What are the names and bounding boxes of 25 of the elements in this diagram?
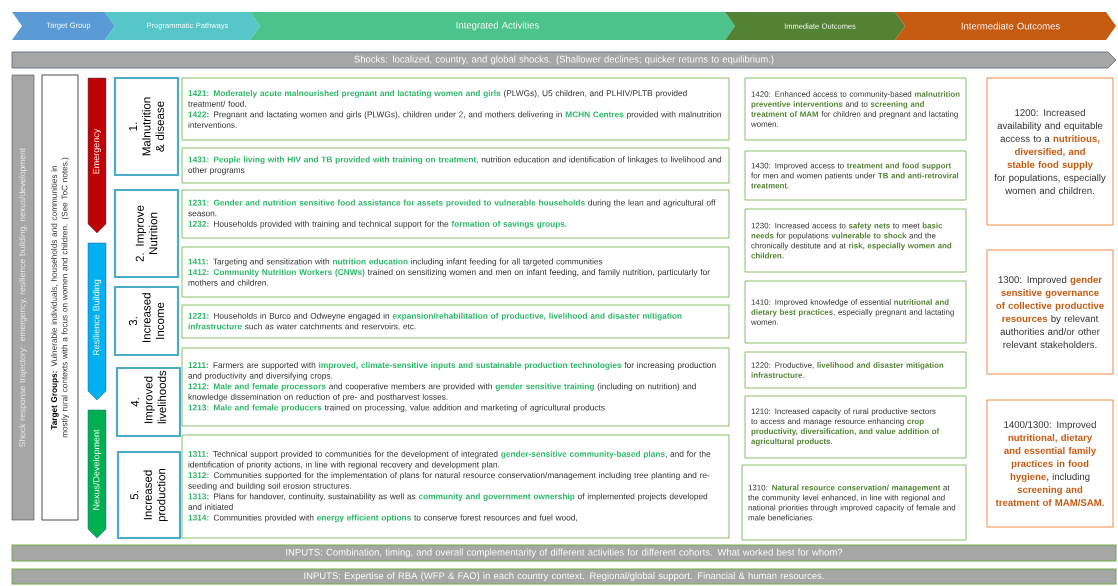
inputs-banner: INPUTS: Expertise of RBA (WFP & FAO) in each country context. Regional/global support. Financial & human resources. (11, 568, 1117, 585)
activity-box: 1311: Technical support provided to communities for the development of integrated gender-sensitive community-based plans, and for the identification of priority actions, in line with regional recovery and development plan. 1312: Communities supported for the implementation of plans for natural resource conservation/management including tree planting and re-seeding and building soil erosion structures. 1313: Plans for handover, continuity, sustainability as well as community and government ownership of implemented projects developed and initiated 1314: Communities provided with energy efficient options to conserve forest resources and fuel wood, (181, 434, 730, 539)
activity-box: 1231: Gender and nutrition sensitive food assistance for assets provided to vulnerable households during the lean and agricultural off season. 1232: Households provided with training and technical support for the formation of savings groups. (181, 189, 730, 239)
shocks-banner: Shocks: localized, country, and global shocks. (Shallower declines; quicker returns to equilibrium.) (11, 51, 1117, 69)
activity-box: 1211: Farmers are supported with improved, climate-sensitive inputs and sustainable production technologies for increasing production and productivity and diversifying crops. 1212: Male and female processors and cooperative members are provided with gender sensitive training (including on nutrition) and knowledge dissemination on reduction of pre- and postharvest losses. 1213: Male and female producers trained on processing, value addition and marketing of agricultural products (181, 347, 730, 427)
pathway-box: 4. Improved livelihoods (115, 366, 182, 438)
intermediate-outcome-box: 1300: Improved gender sensitive governance of collective productive resources by relevant authorities and/or other relevant stakeholders. (986, 249, 1114, 375)
activity-box: 1411: Targeting and sensitization with nutrition education including infant feeding for all targeted communities 1412: Community Nutrition Workers (CNWs) trained on sensitizing women and men on infant feeding, and family nutrition, particularly for mothers and children. (181, 246, 730, 298)
trajectory-bar: Shock response trajectory: emergency, resilience building, nexus/development (11, 74, 35, 521)
phase-band: Emergency (87, 77, 107, 234)
activity-box: 1221: Households in Burco and Odweyne engaged in expansion/rehabilitation of productive, livelihood and disaster mitigation infrastructure such as water catchments and reservoirs, etc. (181, 304, 730, 339)
pathway-box: 3. Increased Income (113, 285, 180, 357)
intermediate-outcome-box: 1400/1300: Improved nutritional, dietary and essential family practices in food hygiene, including screening and treatment of MAM/SAM. (986, 399, 1114, 528)
activity-box: 1431: People living with HIV and TB provided with training on treatment, nutrition education and identification of linkages to livelihood and other programs (181, 147, 730, 184)
phase-band: Resilience Building (87, 242, 107, 401)
target-groups-box: Target Groups: Vulnerable individuals, households and communities in mostly rural contexts with a focus on women and children. (See ToC notes.) (41, 74, 79, 521)
activity-box: 1421: Moderately acute malnourished pregnant and lactating women and girls (PLWGs), U5 children, and PLHIV/PLTB provided treatment/ food. 1422: Pregnant and lactating women and girls (PLWGs), children under 2, and mothers delivering in MCHN Centres provided with malnutrition interventions. (181, 77, 730, 141)
phase-band: Nexus/Development (87, 409, 107, 539)
pathway-box: 2. Improve Nutrition (113, 188, 180, 279)
pathway-box: 5. Increased production (116, 450, 182, 540)
pathway-box: 1. Malnutrition & disease (113, 76, 180, 177)
intermediate-outcome-box: 1200: Increased availability and equitable access to a nutritious, diversified, and stable food supply for populations, especially women and children. (986, 77, 1114, 226)
chevron-header: Integrated Activities (250, 12, 735, 40)
inputs-banner: INPUTS: Combination, timing, and overall complementarity of different activities for different cohorts. What worked best for whom? (11, 544, 1117, 562)
chevron-header: Intermediate Outcomes (895, 12, 1116, 40)
